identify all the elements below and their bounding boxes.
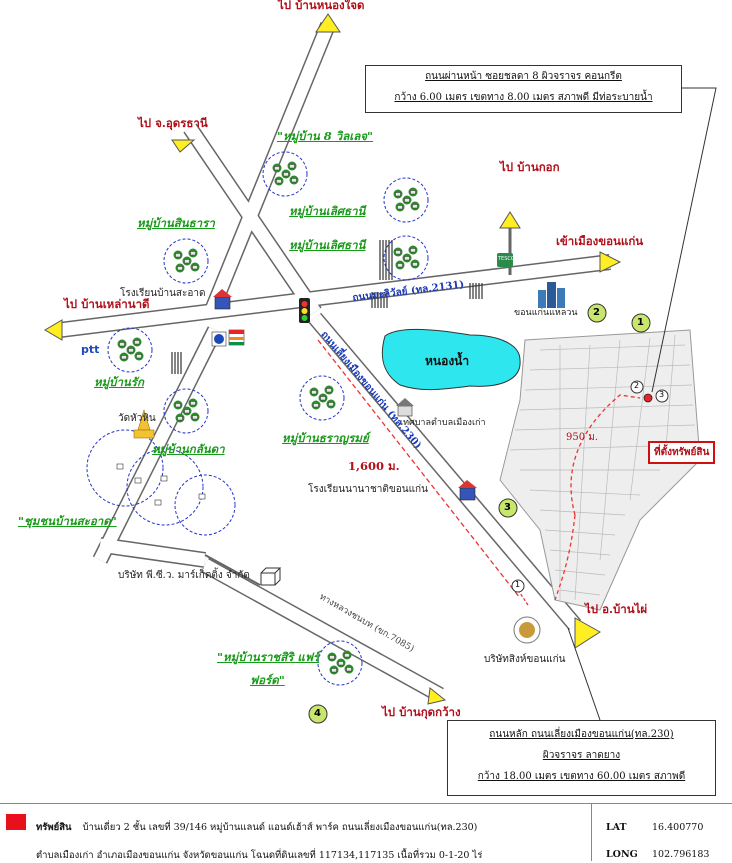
- label-village-lertsathani-2: หมู่บ้านเลิศธานี: [289, 238, 366, 252]
- property-footer: ทรัพย์สิน บ้านเดี่ยว 2 ชั้น เลขที่ 39/14…: [0, 803, 732, 861]
- footer-divider: [591, 804, 592, 861]
- small-circle-3: 3: [659, 390, 665, 399]
- village-rings: [86, 151, 429, 686]
- main-road-line-3: กว้าง 18.00 เมตร เขตทาง 60.00 เมตร สภาพด…: [477, 771, 686, 782]
- crosswalks: [171, 240, 483, 374]
- label-pond: หนองน้ำ: [425, 354, 470, 368]
- map-canvas: [44, 13, 717, 724]
- temple-icon: [133, 408, 155, 439]
- road-fill: [59, 22, 611, 701]
- building-icon: [538, 282, 565, 308]
- circle-3: [498, 498, 518, 518]
- circle-4: [308, 704, 328, 724]
- label-homepro: ขอนแก่นแหลวน: [514, 308, 578, 318]
- circle-1: [631, 313, 651, 333]
- main-road-line-1: ถนนหลัก ถนนเลี่ยงเมืองขอนแก่น(ทล.230): [489, 729, 674, 740]
- main-road-line-2: ผิวจราจร ลาดยาง: [542, 750, 621, 761]
- circle-1-number: 1: [637, 317, 644, 328]
- label-company-singha: บริษัทสิงห์ขอนแก่น: [484, 654, 566, 665]
- pond-shape: [381, 328, 521, 391]
- footer-address: บ้านเดี่ยว 2 ชั้น เลขที่ 39/146 หมู่บ้าน…: [82, 822, 478, 833]
- label-village-kalanta: หมู่บ้านกลันดา: [152, 442, 225, 456]
- footer-line-1: ทรัพย์สิน บ้านเดี่ยว 2 ชั้น เลขที่ 39/14…: [8, 820, 477, 835]
- label-village-rak: หมู่บ้านรัก: [94, 375, 144, 389]
- property-legend-square: [6, 814, 26, 830]
- label-to-ban-phai: ไป อ.บ้านไผ่: [585, 602, 648, 616]
- long-value: 102.796183: [652, 849, 710, 860]
- lat-label: LAT: [606, 822, 627, 833]
- leader-bottom: [567, 627, 601, 721]
- circle-4-number: 4: [314, 708, 321, 719]
- front-road-info-box: ถนนผ่านหน้า ซอยชลดา 8 ผิวจราจร คอนกรีต ก…: [365, 65, 682, 113]
- small-circle-2: 2: [634, 381, 640, 390]
- front-road-line-1: ถนนผ่านหน้า ซอยชลดา 8 ผิวจราจร คอนกรีต: [425, 71, 622, 82]
- label-village-sintara: หมู่บ้านสินธารา: [137, 216, 215, 230]
- footer-line-2: ตำบลเมืองเก่า อำเภอเมืองขอนแก่น จังหวัดข…: [36, 850, 483, 861]
- label-to-khonkaen: เข้าเมืองขอนแก่น: [556, 234, 644, 248]
- label-village-8: "หมู่บ้าน 8 วิลเลจ": [277, 129, 373, 143]
- property-location-label: ที่ตั้งทรัพย์สิน: [648, 441, 716, 464]
- label-company-pc: บริษัท พี.ซี.ว. มาร์เก็ตติ้ง จำกัด: [118, 570, 250, 581]
- circle-2-number: 2: [593, 307, 600, 318]
- front-road-line-2: กว้าง 6.00 เมตร เขตทาง 8.00 เมตร สภาพดี …: [394, 92, 653, 103]
- school-intl-icon: [458, 480, 477, 501]
- label-to-lao-na-di: ไป บ้านเหล่านาดี: [64, 297, 150, 311]
- label-tesco: TESCO Lotus: [498, 256, 530, 262]
- main-road-info-box: ถนนหลัก ถนนเลี่ยงเมืองขอนแก่น(ทล.230) ผิ…: [447, 720, 716, 796]
- label-village-ratchasiri-1: "หมู่บ้านราชสิริ แฟร์: [217, 650, 320, 664]
- label-village-saranrom: หมู่บ้านธราญรมย์: [282, 431, 369, 445]
- long-label: LONG: [606, 849, 638, 860]
- label-school-ban-sa-at: โรงเรียนบ้านสะอาด: [120, 288, 206, 299]
- label-village-ratchasiri-2: ฟอร์ด": [250, 673, 285, 687]
- municipality-icon: [396, 398, 414, 417]
- label-ptt: ptt: [81, 343, 100, 356]
- location-map: [44, 13, 717, 724]
- school-icon: [213, 289, 232, 310]
- label-to-nong-kok: ไป บ้านกอก: [500, 160, 560, 174]
- label-to-kud-kwang: ไป บ้านกุดกว้าง: [382, 705, 461, 719]
- label-temple: วัดหัวหิน: [118, 413, 156, 424]
- label-community-sa-at: "ชุมชนบ้านสะอาด": [18, 514, 117, 528]
- label-dist-950: 950 ม.: [566, 432, 599, 443]
- circle-3-number: 3: [504, 502, 511, 513]
- tesco-icon: [497, 253, 513, 267]
- small-circle-1: 1: [515, 580, 521, 589]
- label-to-nong-jod: ไป บ้านหนองใจด: [278, 0, 365, 12]
- label-village-lertsathani-1: หมู่บ้านเลิศธานี: [289, 204, 366, 218]
- circle-2: [587, 303, 607, 323]
- label-to-udon: ไป จ.อุดรธานี: [138, 116, 208, 130]
- label-school-intl: โรงเรียนนานาชาติขอนแก่น: [308, 484, 428, 495]
- label-municipality: เทศบาลตำบลเมืองเก่า: [400, 418, 486, 428]
- label-dist-1600: 1,600 ม.: [348, 459, 400, 473]
- landmark-circles: [308, 303, 669, 724]
- singha-logo: [513, 616, 541, 644]
- seven-eleven-icon: [228, 329, 245, 346]
- company-pc-icon: [260, 567, 282, 586]
- property-dot: [643, 393, 653, 403]
- lat-value: 16.400770: [652, 822, 704, 833]
- direction-arrows: [44, 13, 622, 705]
- footer-title: ทรัพย์สิน: [36, 822, 72, 833]
- traffic-light-icon: [299, 298, 310, 323]
- gas-station-icon: [211, 331, 227, 347]
